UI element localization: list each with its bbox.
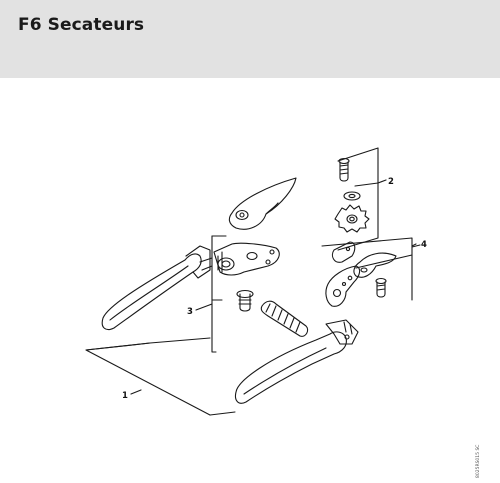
bracket-4 bbox=[321, 237, 421, 301]
screw-top bbox=[338, 157, 350, 182]
left-handle bbox=[101, 245, 213, 331]
header-bar: F6 Secateurs bbox=[0, 0, 500, 78]
bracket-3 bbox=[211, 235, 227, 353]
leader-lines bbox=[130, 243, 417, 395]
pivot-bolt bbox=[236, 289, 254, 312]
callout-4: 4 bbox=[421, 240, 427, 250]
callout-2: 2 bbox=[388, 177, 394, 187]
page-title: F6 Secateurs bbox=[18, 15, 145, 35]
callout-3: 3 bbox=[187, 307, 193, 317]
assembly-frame-1 bbox=[85, 337, 236, 416]
anvil-plate bbox=[213, 242, 280, 276]
upper-blade bbox=[228, 177, 297, 230]
reference-code: 8025RS015 SC bbox=[474, 430, 484, 480]
gear-nut bbox=[334, 204, 370, 233]
spring bbox=[260, 300, 309, 337]
washer bbox=[343, 191, 361, 201]
screw-small bbox=[375, 277, 387, 298]
lower-plate bbox=[325, 265, 361, 307]
reference-code-text: 8025RS015 SC bbox=[476, 444, 481, 478]
callout-1: 1 bbox=[122, 391, 128, 401]
bracket-2 bbox=[337, 147, 387, 251]
lock-catch bbox=[331, 241, 397, 278]
right-handle bbox=[234, 319, 359, 404]
